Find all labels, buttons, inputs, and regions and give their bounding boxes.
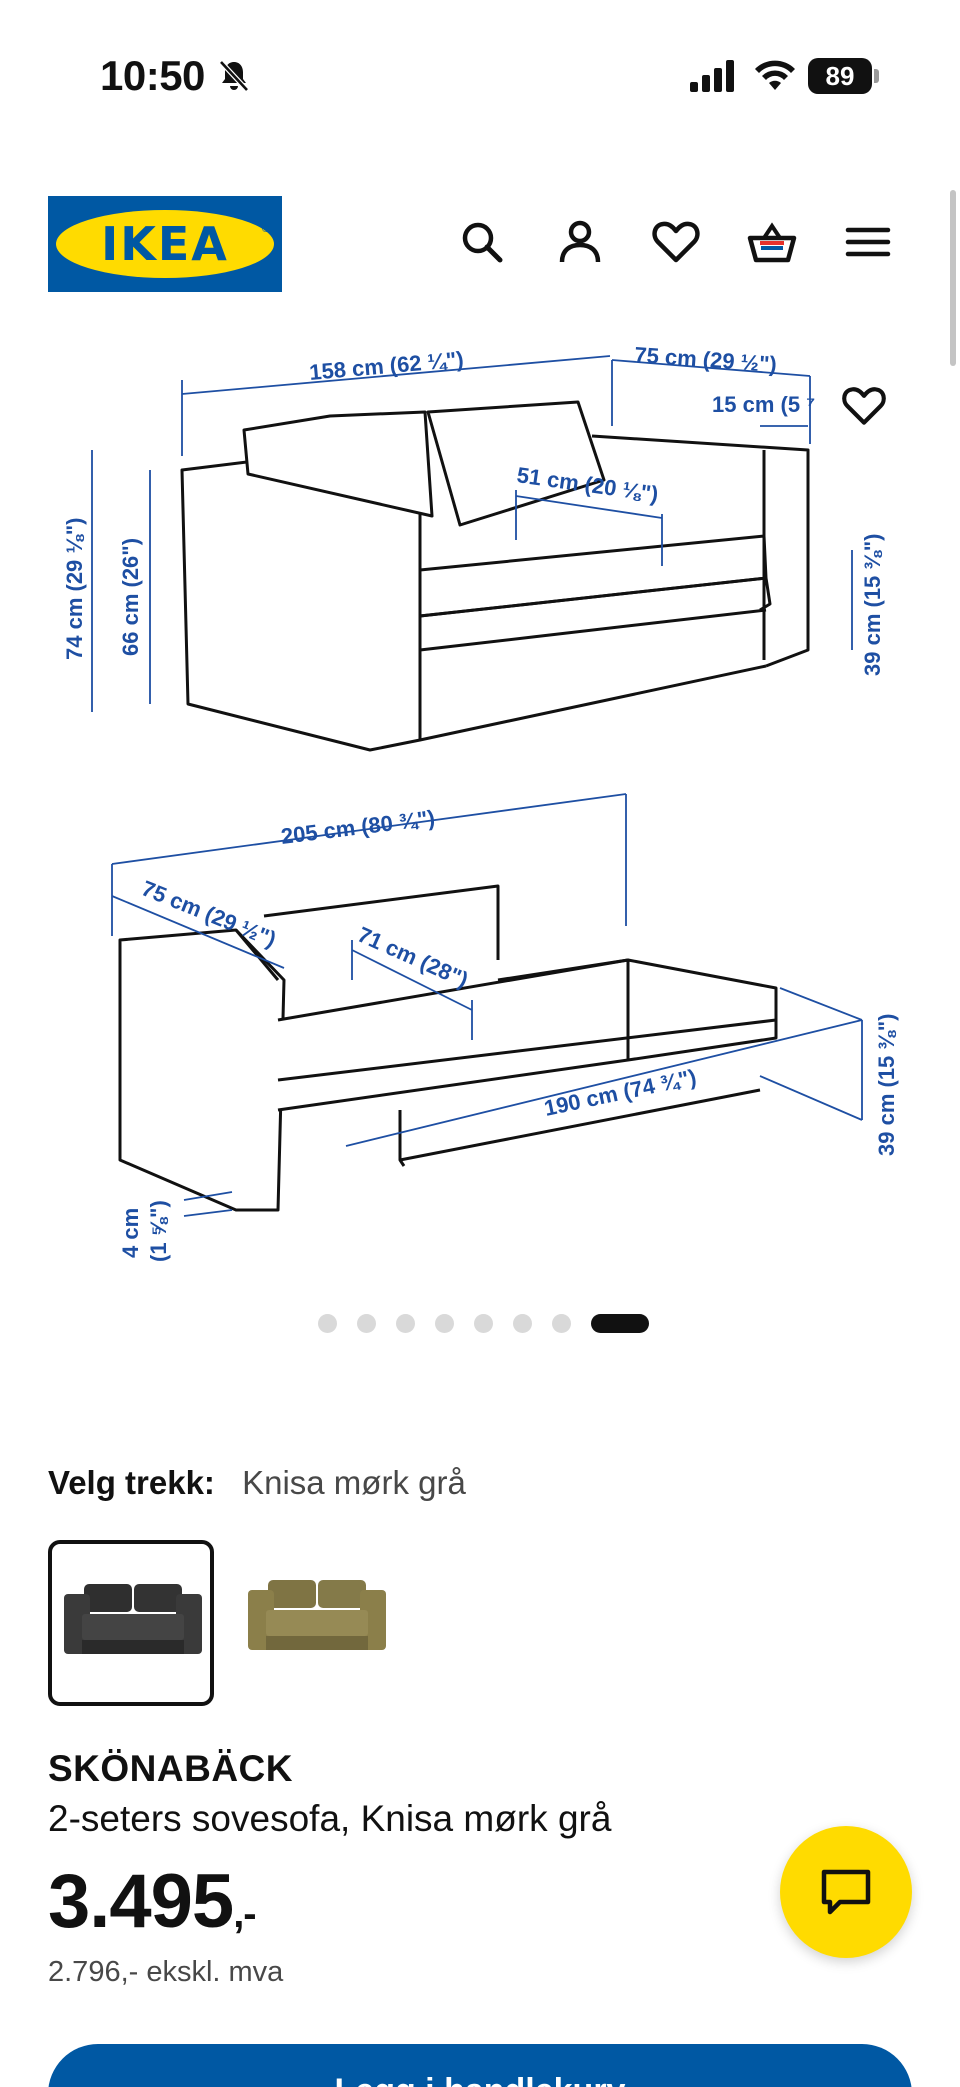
logo-wordmark: IKEA xyxy=(101,217,229,271)
dim-bed-length-label: 190 cm (74 ¾") xyxy=(542,1064,699,1121)
status-bar: 10:50 89 xyxy=(0,0,960,150)
basket-icon xyxy=(747,222,797,263)
swatch-knisa-dark-grey[interactable] xyxy=(48,1540,214,1706)
dimension-lines-top xyxy=(91,355,853,712)
favourites-button[interactable] xyxy=(650,216,702,268)
price-amount: 3.495 xyxy=(48,1859,234,1944)
sofa-bed-drawing xyxy=(118,884,778,1212)
dim-armrest-label: 15 cm (5 ⁷ xyxy=(712,392,815,417)
battery-level: 89 xyxy=(808,58,872,94)
sofa-thumbnail-dark xyxy=(64,1584,202,1654)
sofa-dimension-drawing: 158 cm (62 ¼") 75 cm (29 ½") 15 cm (5 ⁷ … xyxy=(62,342,899,1262)
pager-dot[interactable] xyxy=(435,1313,454,1333)
pager-dot-active[interactable] xyxy=(591,1313,649,1333)
pager-dot[interactable] xyxy=(396,1313,415,1333)
dim-seat-height-label: 39 cm (15 ⅜") xyxy=(860,533,885,676)
scrollbar-thumb[interactable] xyxy=(950,190,956,366)
pager-dot[interactable] xyxy=(357,1313,376,1333)
site-header: IKEA ® xyxy=(0,190,960,300)
logo-registered-mark: ® xyxy=(262,224,270,235)
menu-button[interactable] xyxy=(842,216,894,268)
product-name: SKÖNABÄCK xyxy=(48,1748,293,1789)
swatch-olive[interactable] xyxy=(236,1540,402,1706)
product-description: 2-seters sovesofa, Knisa mørk grå xyxy=(48,1798,612,1839)
pager-dot[interactable] xyxy=(474,1313,493,1333)
status-time: 10:50 xyxy=(100,52,205,99)
dim-bed-height-label: 39 cm (15 ⅜") xyxy=(874,1013,899,1156)
add-to-cart-button[interactable]: Legg i handlekurv xyxy=(48,2044,912,2087)
dimension-lines-bottom xyxy=(111,793,863,1217)
dim-total-height-label: 74 cm (29 ⅛") xyxy=(62,517,87,660)
account-button[interactable] xyxy=(554,216,606,268)
cover-value: Knisa mørk grå xyxy=(242,1464,466,1501)
dim-leg-height-cm: 4 cm xyxy=(118,1208,143,1258)
dim-leg-height-in: (1 ⅝") xyxy=(146,1200,171,1262)
price-suffix: ,- xyxy=(233,1892,256,1936)
wifi-icon xyxy=(755,60,795,90)
dim-bed-width-label: 205 cm (80 ¾") xyxy=(280,805,437,849)
sofa-thumbnail-olive xyxy=(248,1580,386,1650)
heart-icon xyxy=(842,387,886,425)
product-price: 3.495,- xyxy=(48,1858,257,1945)
cover-label: Velg trekk: xyxy=(48,1464,215,1501)
user-icon xyxy=(559,220,601,263)
dim-back-height-label: 66 cm (26") xyxy=(118,538,143,656)
product-image-gallery[interactable]: 158 cm (62 ¼") 75 cm (29 ½") 15 cm (5 ⁷ … xyxy=(0,320,960,1280)
pager-dot[interactable] xyxy=(513,1313,532,1333)
cover-selector-label: Velg trekk: Knisa mørk grå xyxy=(48,1464,466,1502)
battery-indicator: 89 xyxy=(808,58,880,94)
menu-icon xyxy=(845,227,891,257)
logo-oval xyxy=(56,210,274,278)
bell-slash-icon xyxy=(219,60,249,92)
sofa-upright-drawing xyxy=(180,400,810,752)
cellular-signal-icon xyxy=(690,60,734,92)
dim-arm-depth-label: 75 cm (29 ½") xyxy=(634,342,778,377)
heart-icon xyxy=(652,221,700,263)
chat-button[interactable] xyxy=(780,1826,912,1958)
dim-width-label: 158 cm (62 ¼") xyxy=(308,347,464,385)
pager-dot[interactable] xyxy=(552,1313,571,1333)
image-pager xyxy=(318,1312,649,1334)
add-to-favourites-button[interactable] xyxy=(840,382,888,430)
ikea-logo[interactable]: IKEA ® xyxy=(48,196,282,292)
basket-button[interactable] xyxy=(746,216,798,268)
battery-cap xyxy=(874,69,879,83)
pager-dot[interactable] xyxy=(318,1313,337,1333)
chat-icon xyxy=(821,1869,871,1915)
search-button[interactable] xyxy=(456,216,508,268)
price-ex-vat: 2.796,- ekskl. mva xyxy=(48,1956,284,1988)
search-icon xyxy=(462,222,503,263)
